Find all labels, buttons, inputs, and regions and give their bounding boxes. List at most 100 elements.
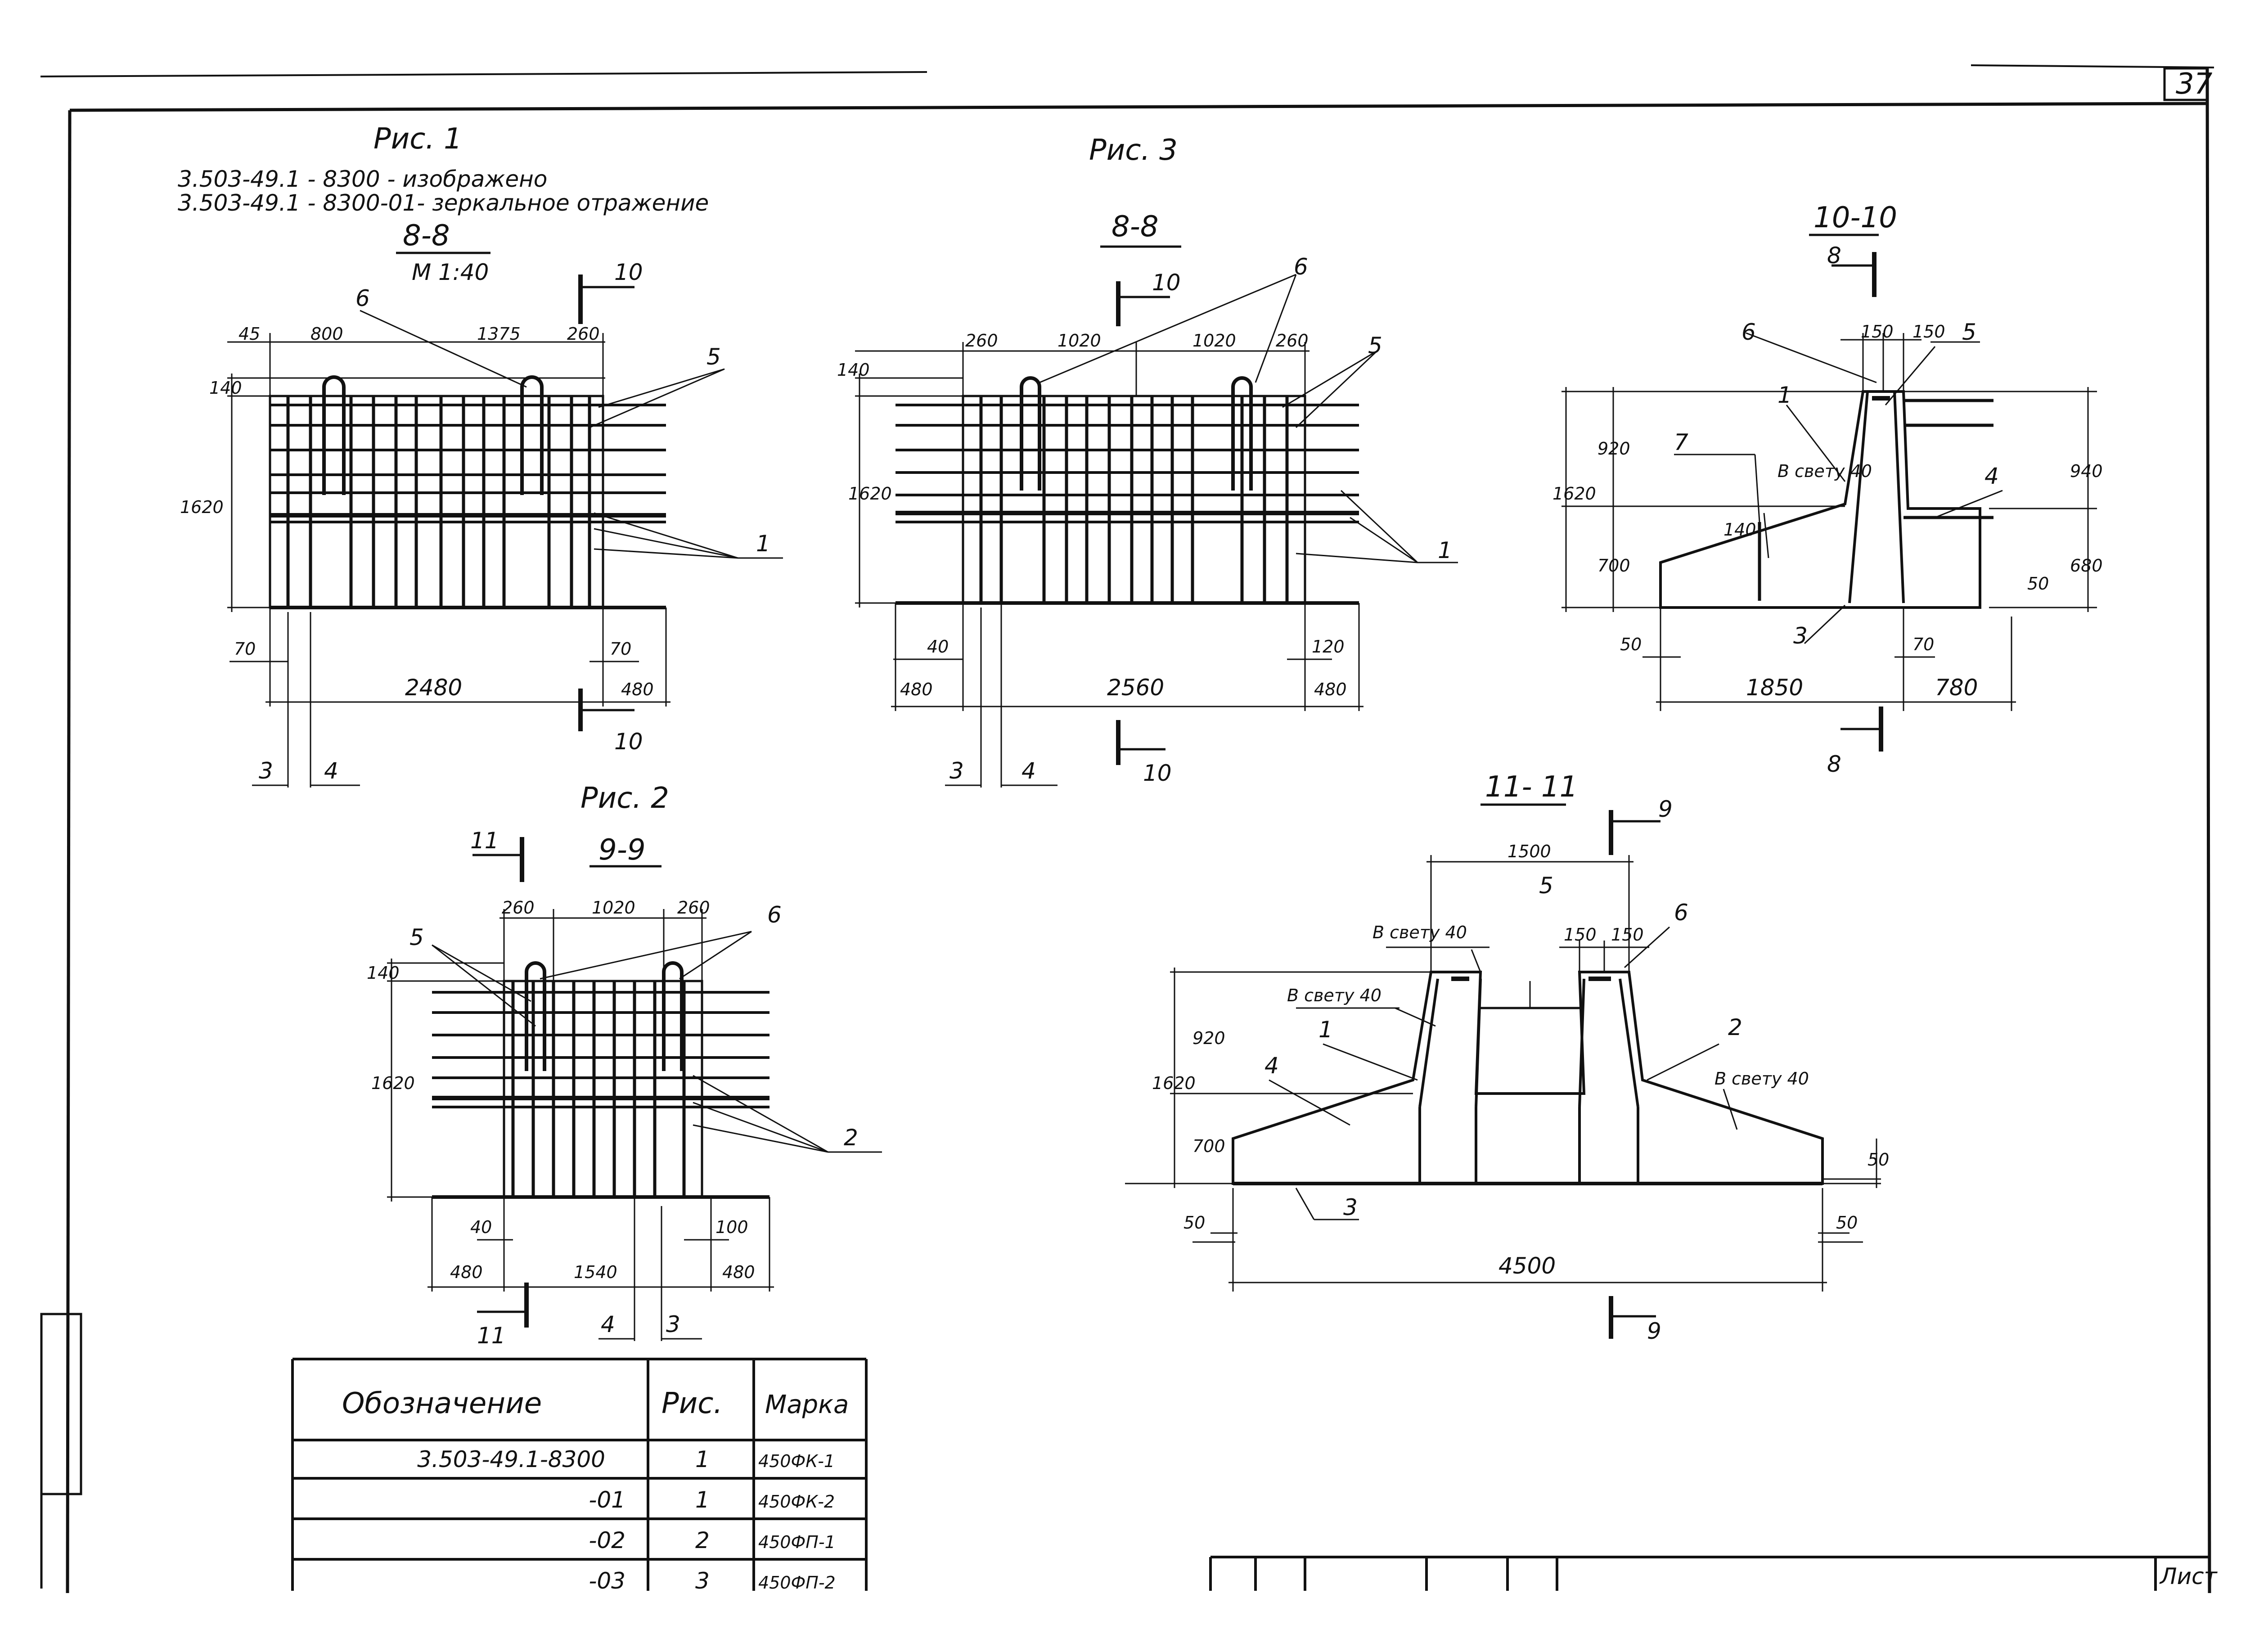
fig3b-dim-base-off: 70 [1912, 635, 1934, 654]
fig3a-dim-right: 260 [1276, 331, 1309, 351]
fig3b-cut-bottom: 8 [1827, 751, 1841, 777]
table-header-designation: Обозначение [342, 1387, 542, 1420]
fig3a-dim-bottom-right: 120 [1312, 637, 1345, 657]
fig1-dim-overall: 2480 [405, 675, 462, 701]
table-row-4-figure: 3 [695, 1568, 710, 1594]
section11-dim-top-span: 1500 [1508, 842, 1551, 861]
fig1-callout-1: 1 [756, 531, 770, 557]
section11-callout-3: 3 [1343, 1194, 1358, 1220]
fig2-cut-bottom: 11 [477, 1323, 506, 1349]
table-row-3-designation: -02 [589, 1527, 626, 1553]
table-row-1-designation: 3.503-49.1-8300 [417, 1446, 605, 1472]
fig3a-dim-height: 1620 [848, 484, 892, 504]
fig3b-callout-1: 1 [1778, 382, 1792, 408]
fig2-cut-top: 11 [470, 828, 499, 854]
section11-dim-w1: 150 [1564, 925, 1597, 945]
fig2-dim-left-ext: 480 [450, 1262, 483, 1282]
fig3a-dim-top: 140 [837, 360, 870, 380]
fig1-callout-6: 6 [356, 285, 370, 311]
fig3b-cut-top: 8 [1827, 243, 1841, 269]
fig3b-dim-ext: 780 [1935, 675, 1978, 701]
fig3b-callout-6: 6 [1742, 319, 1756, 345]
fig1-dim-right-ext: 480 [621, 680, 654, 699]
fig2-dim-left: 260 [502, 898, 535, 918]
fig3-title: Рис. 3 [1089, 134, 1178, 167]
fig3b-dim-thick: 140 [1724, 520, 1756, 540]
section11-callout-1: 1 [1318, 1017, 1333, 1043]
section11-cut-top: 9 [1658, 796, 1673, 822]
fig3b-dim-left-off: 50 [1620, 635, 1642, 654]
fig3b-dim-height: 1620 [1552, 484, 1596, 504]
fig2-callout-2: 2 [844, 1125, 858, 1151]
section11-dim-right-gap: 50 [1868, 1150, 1889, 1170]
note-line2: 3.503-49.1 - 8300-01- зеркальное отражен… [178, 190, 709, 216]
section11-callout-2: 2 [1728, 1014, 1742, 1040]
fig1-drawing: 8-8 М 1:40 10 10 [180, 219, 783, 788]
fig3b-callout-4: 4 [1984, 463, 1999, 489]
section11-dim-w2: 150 [1611, 925, 1644, 945]
fig1-dim-span1: 800 [310, 324, 343, 344]
table-row-2-designation: -01 [589, 1487, 626, 1513]
sheet-label: Лист [2159, 1563, 2218, 1589]
section11-cut-bottom: 9 [1647, 1318, 1661, 1344]
fig3b-label-clear: В свету 40 [1778, 461, 1872, 481]
section11-dim-lower: 700 [1192, 1136, 1225, 1156]
fig3a-dim-span2: 1020 [1192, 331, 1236, 351]
section11-dim-right-off: 50 [1836, 1213, 1858, 1233]
fig3a-dim-left-ext: 480 [900, 680, 933, 699]
fig2-dim-bottom-left: 40 [470, 1217, 492, 1237]
fig1-dim-span2: 1375 [477, 324, 521, 344]
fig3a-callout-1: 1 [1438, 537, 1452, 563]
fig2-drawing: 9-9 11 11 [367, 828, 882, 1349]
section11-dim-left-off: 50 [1184, 1213, 1205, 1233]
fig3a-callout-5: 5 [1368, 333, 1382, 359]
fig1-dim-top: 140 [209, 378, 242, 398]
fig3a-dim-span1: 1020 [1058, 331, 1101, 351]
section11-drawing: 11- 11 9 9 [1125, 770, 1889, 1344]
table-row-4-mark: 450ФП-2 [758, 1573, 836, 1593]
fig2-callout-6: 6 [767, 902, 782, 928]
marks-table: Обозначение Рис. Марка 3.503-49.1-8300 1… [291, 1358, 868, 1594]
title-block [1209, 1556, 2210, 1591]
fig3a-dim-left: 260 [965, 331, 998, 351]
fig3b-dim-gap: 50 [2027, 574, 2049, 594]
fig3a-cut-bottom: 10 [1143, 760, 1172, 786]
fig2-dim-height: 1620 [371, 1073, 415, 1093]
fig2-dim-overall: 1540 [574, 1262, 617, 1282]
fig2-dim-span: 1020 [592, 898, 635, 918]
table-row-1-mark: 450ФК-1 [758, 1451, 835, 1471]
fig3a-section-label: 8-8 [1112, 210, 1159, 243]
fig3a-drawing: 8-8 10 10 [837, 210, 1458, 788]
section11-callout-6: 6 [1674, 900, 1688, 926]
fig1-title: Рис. 1 [374, 122, 462, 156]
table-header-mark: Марка [765, 1390, 849, 1419]
fig3a-dim-overall: 2560 [1107, 675, 1164, 701]
fig3b-callout-7: 7 [1674, 429, 1688, 455]
fig3a-callout-3: 3 [950, 758, 964, 784]
fig2-dim-top: 140 [367, 963, 400, 983]
table-header-figure: Рис. [662, 1387, 723, 1420]
fig1-cut-bottom: 10 [614, 729, 643, 755]
fig1-callout-3: 3 [259, 758, 273, 784]
fig1-dim-height: 1620 [180, 497, 224, 517]
fig1-callout-5: 5 [706, 344, 721, 370]
fig3b-dim-base: 1850 [1746, 675, 1803, 701]
note-line1: 3.503-49.1 - 8300 - изображено [178, 166, 547, 192]
fig3b-dim-right-upper: 940 [2070, 461, 2103, 481]
fig1-section-label: 8-8 [403, 219, 450, 252]
fig1-dim-bottom-left: 70 [234, 639, 256, 659]
section11-label-clear1: В свету 40 [1372, 923, 1467, 942]
fig1-cut-top: 10 [614, 259, 643, 285]
section11-label-clear2: В свету 40 [1287, 986, 1382, 1005]
fig3a-callout-4: 4 [1022, 758, 1036, 784]
fig3b-section-label: 10-10 [1814, 201, 1897, 234]
section11-label-clear3: В свету 40 [1714, 1069, 1809, 1089]
fig3a-dim-right-ext: 480 [1314, 680, 1347, 699]
section11-callout-5: 5 [1539, 873, 1553, 899]
section11-dim-height: 1620 [1152, 1073, 1196, 1093]
fig2-callout-4: 4 [601, 1311, 615, 1337]
fig3b-callout-5: 5 [1962, 319, 1976, 345]
sheet-frame [40, 64, 2214, 1593]
fig1-scale: М 1:40 [412, 259, 489, 285]
